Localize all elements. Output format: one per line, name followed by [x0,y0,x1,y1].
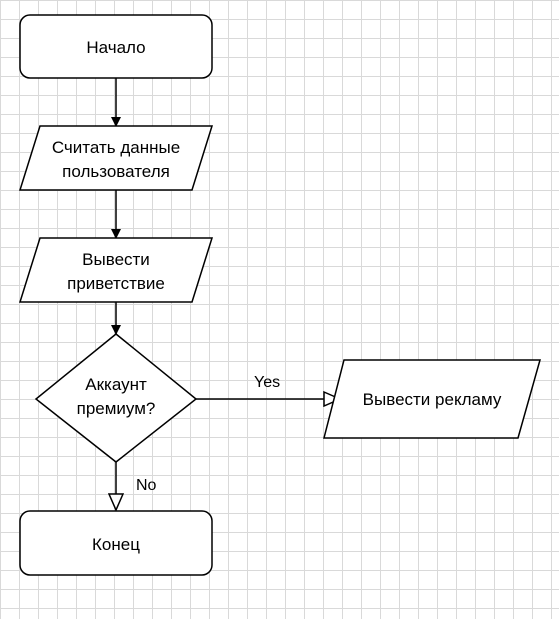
end-node[interactable]: Конец [19,510,213,576]
show-ads-label: Вывести рекламу [363,390,502,409]
read-user-data-node[interactable]: Считать данные пользователя [18,125,214,191]
start-node-label: Начало [86,38,145,57]
print-greeting-line-1: Вывести [82,250,150,269]
read-user-data-line-1: Считать данные [52,138,180,157]
show-ads-node[interactable]: Вывести рекламу [323,359,541,439]
no-label: No [136,477,157,494]
yes-label: Yes [254,374,280,391]
start-node[interactable]: Начало [19,14,213,79]
end-node-label: Конец [92,535,140,554]
premium-decision-line-2: премиум? [77,399,156,418]
print-greeting-line-2: приветствие [67,274,165,293]
premium-decision-node[interactable]: Аккаунт премиум? [34,333,198,463]
print-greeting-node[interactable]: Вывести приветствие [18,237,214,303]
read-user-data-line-2: пользователя [62,162,170,181]
premium-decision-line-1: Аккаунт [85,375,147,394]
